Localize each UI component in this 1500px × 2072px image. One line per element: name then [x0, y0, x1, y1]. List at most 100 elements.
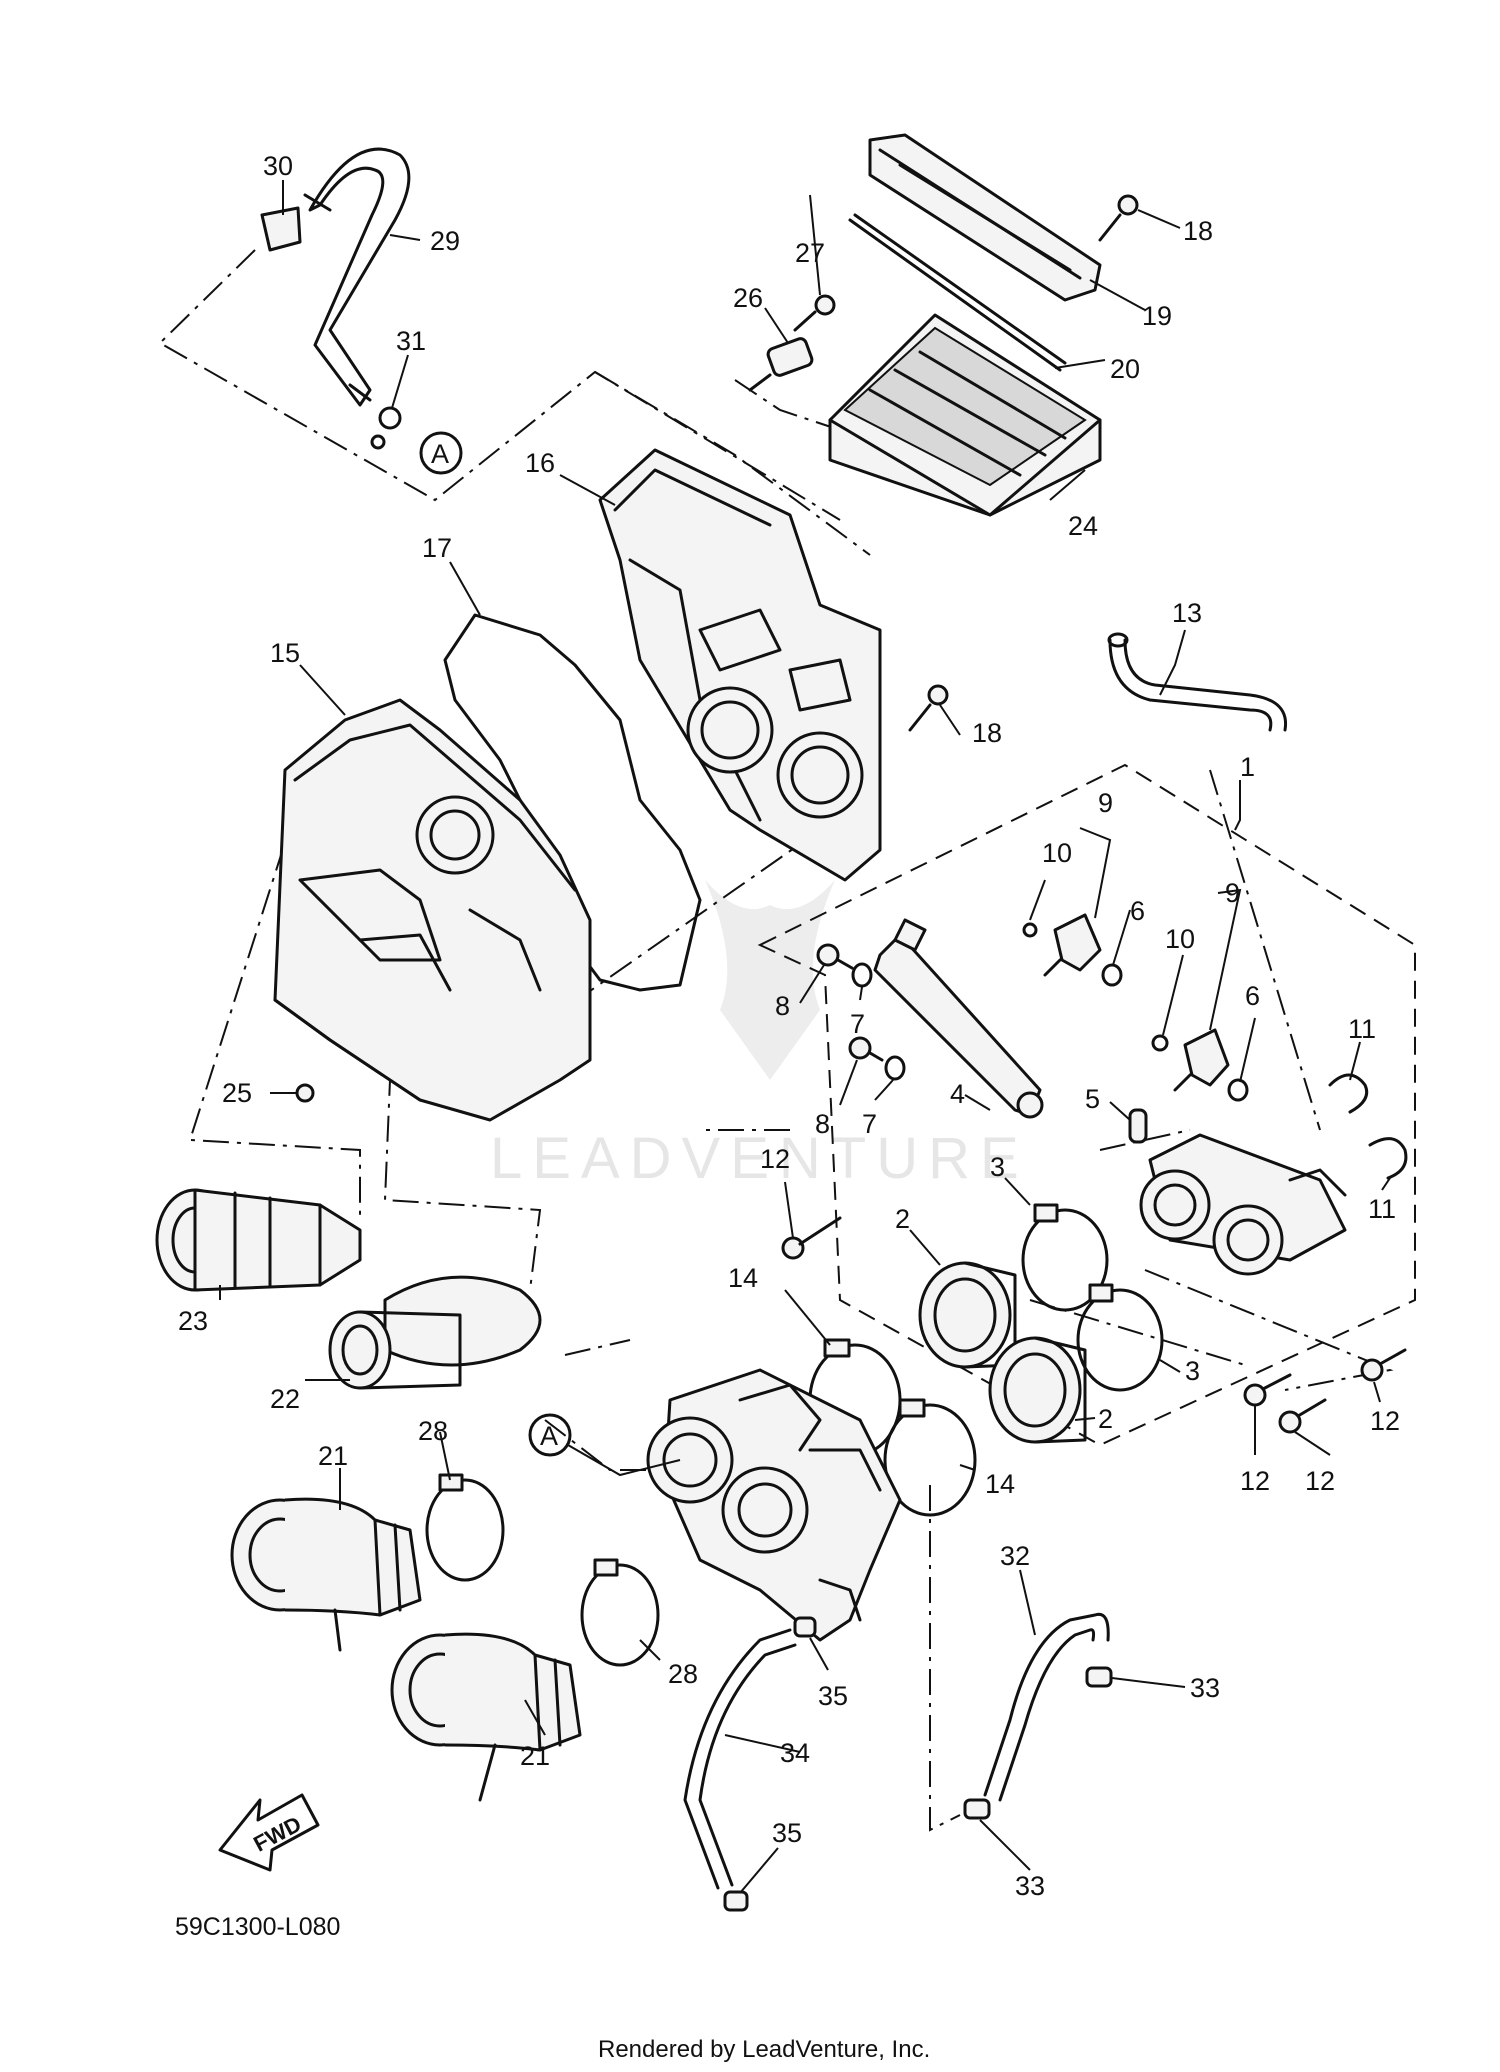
callout-2b: 2 — [1098, 1404, 1113, 1434]
clip-31 — [370, 406, 402, 450]
callout-9a: 9 — [1098, 788, 1113, 818]
callout-2a: 2 — [895, 1204, 910, 1234]
bolt-12c — [1243, 1373, 1292, 1407]
callout-34: 34 — [780, 1738, 810, 1768]
seal-strip-20 — [848, 213, 1067, 372]
hose-clamp-30 — [260, 206, 302, 252]
callout-19: 19 — [1142, 301, 1172, 331]
fwd-arrow-icon: FWD — [218, 1793, 320, 1872]
clamp-35a — [793, 1616, 817, 1638]
air-filter-element-24 — [828, 313, 1102, 517]
hose-13 — [1107, 632, 1288, 732]
callout-33a: 33 — [1190, 1673, 1220, 1703]
callout-15: 15 — [270, 638, 300, 668]
o-ring-10a — [1022, 922, 1038, 938]
callout-32: 32 — [1000, 1541, 1030, 1571]
callout-3b: 3 — [1185, 1356, 1200, 1386]
callout-13: 13 — [1172, 598, 1202, 628]
marker-a-upper-label: A — [431, 439, 449, 469]
screw-25 — [295, 1083, 315, 1103]
callout-1: 1 — [1240, 752, 1255, 782]
screw-27 — [793, 294, 836, 332]
air-box-housing-15 — [273, 698, 592, 1122]
callout-12b: 12 — [1370, 1406, 1400, 1436]
throttle-body-main — [646, 1368, 902, 1642]
callout-31: 31 — [396, 326, 426, 356]
sensor-26 — [748, 337, 814, 392]
callout-7b: 7 — [862, 1109, 877, 1139]
air-filter-cover-19 — [868, 133, 1102, 302]
clamp-33b — [963, 1798, 991, 1820]
o-ring-10b — [1151, 1034, 1169, 1052]
injector-9b — [1173, 1028, 1230, 1092]
callout-35a: 35 — [818, 1681, 848, 1711]
clip-11b — [1368, 1137, 1408, 1180]
drawing-code: 59C1300-L080 — [175, 1913, 340, 1941]
callout-17: 17 — [422, 533, 452, 563]
callout-26: 26 — [733, 283, 763, 313]
pin-5 — [1128, 1108, 1148, 1144]
callouts: 1 2 2 3 3 4 5 6 6 7 7 8 8 9 9 10 10 11 1… — [178, 151, 1400, 1901]
callout-16: 16 — [525, 448, 555, 478]
callout-10a: 10 — [1042, 838, 1072, 868]
intake-joint-2b — [988, 1336, 1087, 1444]
clamp-33a — [1085, 1666, 1113, 1688]
callout-3a: 3 — [990, 1152, 1005, 1182]
leader-lines — [219, 180, 1391, 1894]
gasket-17 — [443, 613, 702, 992]
clamp-14b — [883, 1398, 977, 1517]
rendered-by-footer: Rendered by LeadVenture, Inc. — [598, 2036, 930, 2063]
callout-7a: 7 — [850, 1009, 865, 1039]
clamp-3b — [1076, 1283, 1164, 1392]
hose-34 — [683, 1628, 797, 1890]
callout-28a: 28 — [418, 1416, 448, 1446]
intake-funnel-23 — [155, 1188, 362, 1292]
callout-28b: 28 — [668, 1659, 698, 1689]
air-box-case-16 — [598, 448, 882, 882]
fuel-rail-4 — [873, 918, 1044, 1119]
callout-18b: 18 — [972, 718, 1002, 748]
seal-6a — [1101, 963, 1123, 987]
washer-7b — [884, 1055, 906, 1081]
clamp-3a — [1021, 1203, 1109, 1312]
callout-14b: 14 — [985, 1469, 1015, 1499]
bolt-8b — [848, 1036, 884, 1062]
callout-6b: 6 — [1245, 981, 1260, 1011]
intake-joint-2a — [918, 1261, 1017, 1369]
throttle-body-1 — [1139, 1133, 1347, 1276]
callout-23: 23 — [178, 1306, 208, 1336]
callout-27: 27 — [795, 238, 825, 268]
callout-8a: 8 — [775, 991, 790, 1021]
marker-a-lower-label: A — [540, 1421, 558, 1451]
callout-29: 29 — [430, 226, 460, 256]
screw-18b — [908, 684, 949, 732]
bolt-8a — [816, 943, 854, 970]
callout-5: 5 — [1085, 1084, 1100, 1114]
callout-33b: 33 — [1015, 1871, 1045, 1901]
callout-9b: 9 — [1225, 878, 1240, 908]
screw-18a — [1098, 194, 1139, 242]
clamp-35b — [723, 1890, 749, 1912]
callout-14a: 14 — [728, 1263, 758, 1293]
callout-30: 30 — [263, 151, 293, 181]
callout-25: 25 — [222, 1078, 252, 1108]
callout-12c: 12 — [1240, 1466, 1270, 1496]
hose-32 — [983, 1612, 1110, 1802]
seal-6b — [1227, 1078, 1249, 1102]
marker-a-lower: A — [528, 1413, 681, 1477]
callout-6a: 6 — [1130, 896, 1145, 926]
bolt-12a — [781, 1216, 842, 1260]
intake-duct-21a — [230, 1497, 422, 1652]
callout-4: 4 — [950, 1079, 965, 1109]
bolt-12d — [1278, 1398, 1327, 1434]
clamp-28b — [580, 1558, 660, 1667]
callout-21b: 21 — [520, 1741, 550, 1771]
callout-11a: 11 — [1348, 1014, 1376, 1044]
intake-funnel-22 — [328, 1275, 542, 1390]
breather-hose — [303, 147, 411, 407]
callout-12a: 12 — [760, 1144, 790, 1174]
injector-9a — [1043, 913, 1102, 977]
intake-duct-21b — [390, 1632, 582, 1802]
throttle-body-assembly-boundary — [757, 763, 1416, 1447]
